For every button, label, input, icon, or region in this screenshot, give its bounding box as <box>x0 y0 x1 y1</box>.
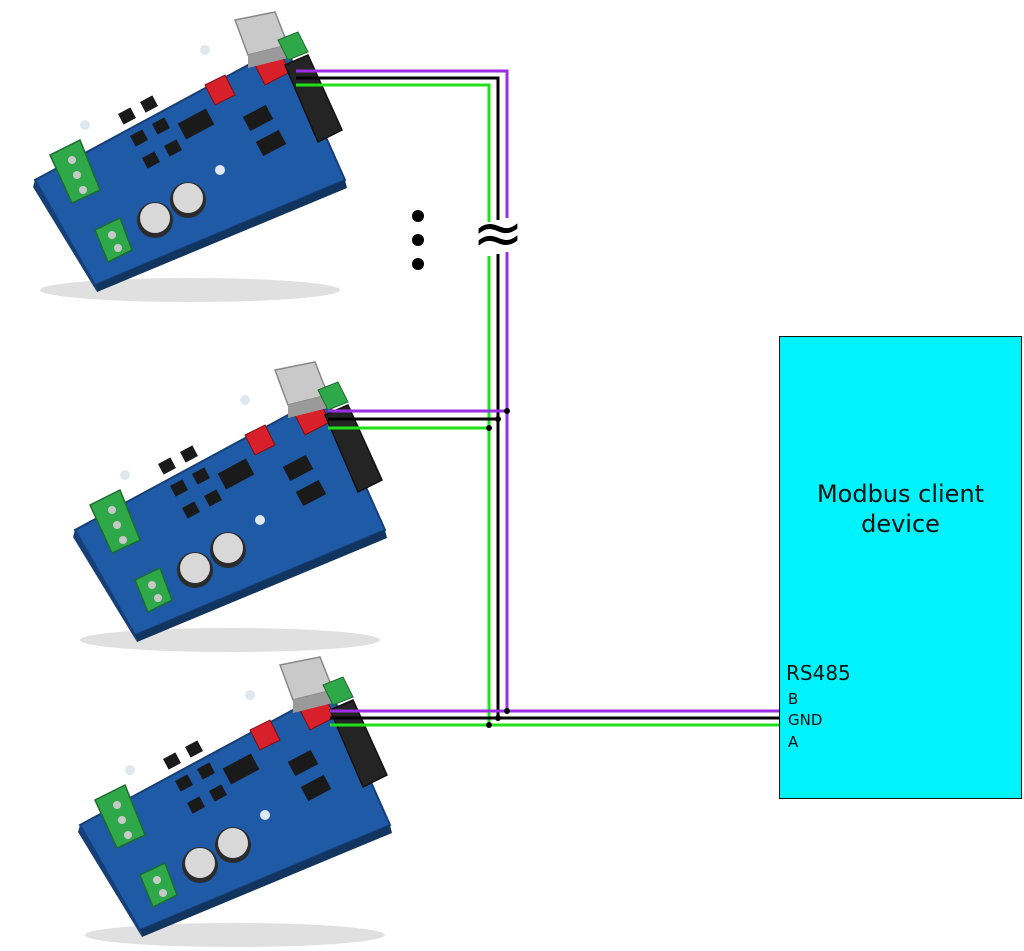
junction-dots <box>486 408 510 728</box>
bus-wires-main <box>487 252 779 727</box>
bus-wires-middle <box>328 409 507 430</box>
wire-break-symbol: ≈ <box>472 196 524 269</box>
bus-wires-top <box>296 69 509 222</box>
modbus-server-board-1 <box>32 11 348 303</box>
pin-label-gnd: GND <box>788 711 823 729</box>
modbus-server-board-2 <box>72 361 388 653</box>
client-device-title: Modbus client device <box>816 480 985 538</box>
modbus-client-device: Modbus client device RS485 B GND A <box>779 336 1022 799</box>
bus-wires-bottom <box>330 709 507 727</box>
rs485-label: RS485 <box>786 661 851 685</box>
pin-label-a: A <box>788 733 799 751</box>
more-boards-ellipsis <box>412 210 424 270</box>
pin-label-b: B <box>788 690 799 708</box>
modbus-server-board-3 <box>77 656 393 948</box>
